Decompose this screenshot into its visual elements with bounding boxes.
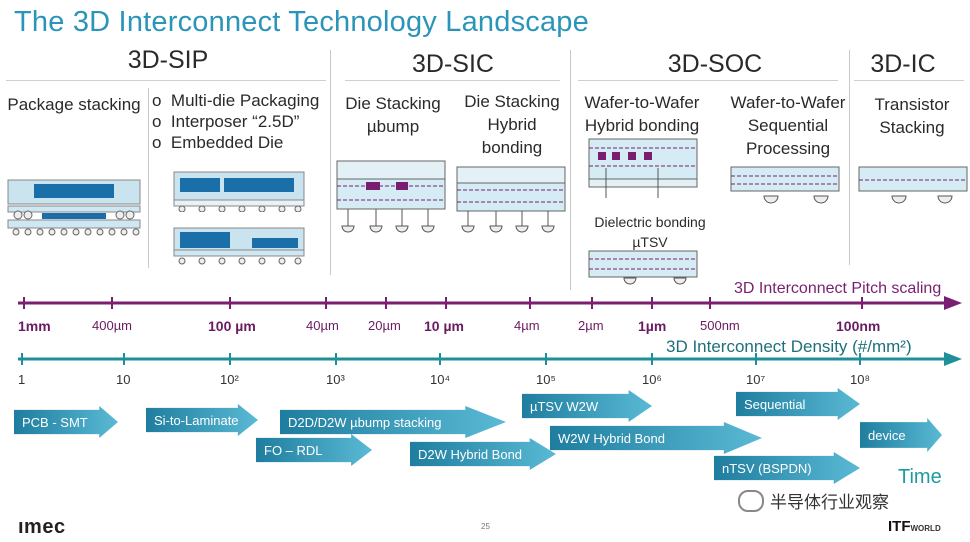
label-w2w-hybrid: Wafer-to-Wafer Hybrid bonding [584, 93, 700, 135]
density-tick: 10⁵ [536, 372, 556, 387]
arrow-shape [410, 438, 556, 470]
watermark: 半导体行业观察 [738, 488, 889, 513]
pitch-tick: 4µm [514, 318, 540, 333]
pitch-axis-label: 3D Interconnect Pitch scaling [734, 280, 942, 297]
column-divider [570, 50, 571, 290]
sequential-illustration [730, 166, 840, 204]
sip-bullet-list: o Multi-die Packaging o Interposer “2.5D… [152, 90, 319, 153]
column-divider [849, 50, 850, 265]
label-package-stacking: Package stacking [7, 95, 141, 114]
bullet-item: o Multi-die Packaging [152, 91, 320, 110]
density-tick: 10⁷ [746, 372, 766, 387]
arrow-shape [860, 418, 942, 452]
density-tick: 10⁴ [430, 372, 451, 387]
roadmap-arrow-device: device [860, 418, 942, 452]
page-number: 25 [481, 522, 490, 531]
arrow-shape [146, 404, 258, 436]
density-tick: 10⁶ [642, 372, 662, 387]
bullet-item: o Interposer “2.5D” [152, 112, 300, 131]
density-tick: 10 [116, 372, 131, 387]
pitch-tick: 2µm [578, 318, 604, 333]
pitch-tick: 1µm [638, 318, 667, 334]
dielectric-bonding-illustration [588, 250, 698, 285]
pitch-tick: 1mm [18, 318, 51, 334]
page-title: The 3D Interconnect Technology Landscape [14, 6, 589, 38]
chat-icon [738, 489, 764, 512]
multi-die-illustration [173, 171, 305, 212]
pitch-tick: 100 µm [208, 318, 256, 334]
package-stacking-illustration [7, 179, 141, 236]
header-underline [854, 80, 964, 81]
roadmap-arrow-utsv-w2w: µTSV W2W [522, 390, 652, 422]
category-3d-soc: 3D-SOC [667, 50, 763, 78]
arrow-shape [714, 452, 860, 484]
header-underline [578, 80, 838, 81]
time-label: Time [898, 466, 942, 488]
density-tick: 10⁸ [850, 372, 870, 387]
arrow-shape [256, 434, 372, 466]
pitch-tick: 40µm [306, 318, 339, 333]
category-3d-sic: 3D-SIC [412, 50, 494, 78]
arrow-shape [280, 406, 506, 438]
arrow-shape [14, 406, 118, 438]
arrow-shape [736, 388, 860, 420]
transistor-stacking-illustration [858, 166, 968, 204]
roadmap-arrow-w2w-hybrid: W2W Hybrid Bond [550, 422, 762, 454]
label-transistor-stacking: Transistor Stacking [874, 95, 950, 137]
pitch-tick: 400µm [92, 318, 133, 333]
pitch-tick: 100nm [836, 318, 881, 334]
interposer-illustration [173, 227, 305, 265]
label-w2w-sequential: Wafer-to-Wafer Sequential Processing [730, 93, 846, 158]
column-divider [148, 88, 149, 268]
label-die-stacking-hybrid: Die Stacking Hybrid bonding [464, 92, 560, 157]
roadmap-arrow-sequential: Sequential [736, 388, 860, 420]
category-3d-sip: 3D-SIP [127, 46, 209, 74]
imec-logo: ımec [18, 516, 66, 538]
w2w-hybrid-illustration [588, 138, 698, 198]
ubump-stack-illustration [336, 160, 446, 233]
density-tick: 1 [18, 372, 26, 387]
roadmap-arrow-fo-rdl: FO – RDL [256, 434, 372, 466]
density-tick: 10³ [326, 372, 345, 387]
itf-logo: ITFWORLD [888, 518, 941, 535]
pitch-tick: 10 µm [424, 318, 464, 334]
pitch-tick: 20µm [368, 318, 401, 333]
label-die-stacking-ubump: Die Stacking µbump [345, 94, 441, 136]
label-dielectric-bonding: Dielectric bonding µTSV [594, 214, 706, 250]
roadmap-arrow-ntsv-bspdn: nTSV (BSPDN) [714, 452, 860, 484]
arrow-shape [550, 422, 762, 454]
pitch-axis [18, 296, 962, 310]
category-3d-ic: 3D-IC [870, 50, 936, 78]
roadmap-arrow-ubump-stacking: D2D/D2W µbump stacking [280, 406, 506, 438]
header-underline [345, 80, 560, 81]
density-axis-label: 3D Interconnect Density (#/mm²) [666, 337, 912, 356]
roadmap-arrow-pcb-smt: PCB - SMT [14, 406, 118, 438]
roadmap-arrow-d2w-hybrid: D2W Hybrid Bond [410, 438, 556, 470]
arrow-shape [522, 390, 652, 422]
column-divider [330, 50, 331, 275]
bullet-item: o Embedded Die [152, 133, 284, 152]
density-tick: 10² [220, 372, 239, 387]
hybrid-stack-illustration [456, 166, 566, 233]
header-underline [6, 80, 326, 81]
pitch-tick: 500nm [700, 318, 740, 333]
density-axis [18, 352, 962, 366]
roadmap-arrow-si-to-laminate: Si-to-Laminate [146, 404, 258, 436]
